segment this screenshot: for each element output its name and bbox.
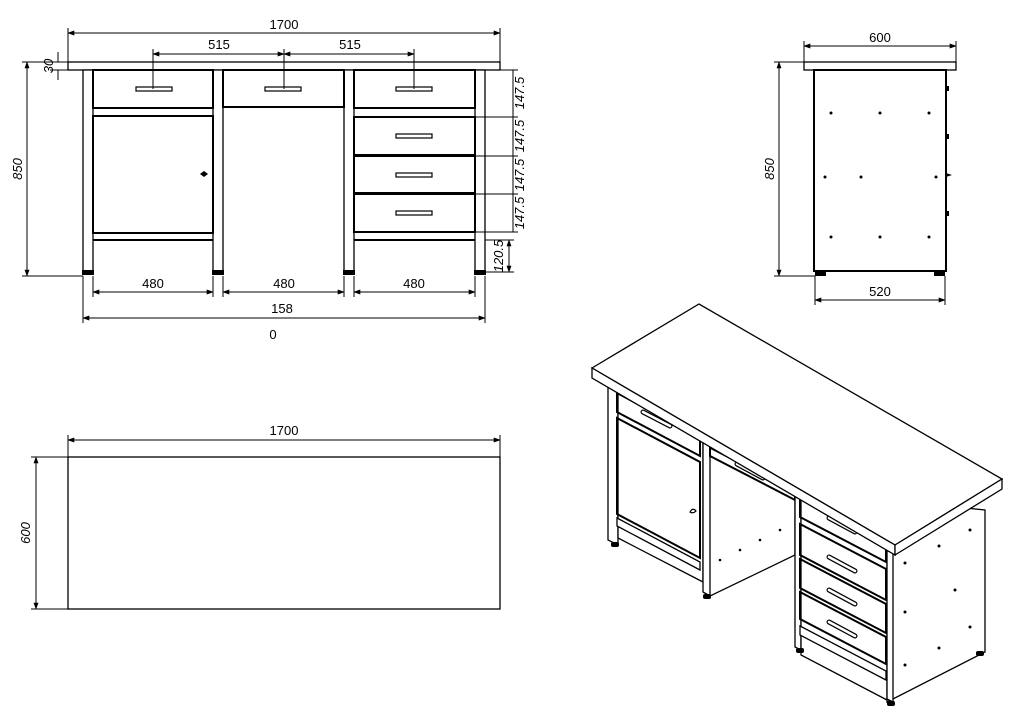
iso-feet (611, 542, 984, 706)
drawer-handle (395, 133, 433, 139)
side-view: 600 850 520 (762, 30, 957, 305)
dim-handle-spacing-left: 515 (208, 37, 230, 52)
dim-drawer-height-1: 147.5 (512, 76, 527, 109)
dim-side-depth-base: 520 (869, 284, 891, 299)
iso-door-lock-icon (689, 508, 697, 514)
drawer-handle (264, 86, 302, 92)
dim-plinth-height: 120.5 (491, 239, 506, 272)
front-leg-left (82, 69, 94, 273)
dim-top-depth: 600 (18, 521, 33, 543)
dim-top-thickness: 30 (41, 58, 56, 73)
front-leg-left-inner (212, 69, 224, 273)
dim-drawer-height-2: 147.5 (512, 119, 527, 152)
door-lock-icon (200, 171, 208, 177)
side-foot (815, 271, 826, 276)
iso-left-door (616, 416, 701, 560)
dim-front-width: 1700 (270, 17, 299, 32)
iso-right-drawer-2 (799, 522, 887, 602)
dim-side-height: 850 (762, 157, 777, 179)
dim-leg-span-line2: 0 (269, 327, 276, 342)
front-foot (82, 270, 94, 275)
front-foot (212, 270, 224, 275)
front-right-drawer-4 (353, 193, 476, 233)
top-view: 1700 600 (18, 423, 501, 610)
drawer-handle (395, 210, 433, 216)
drawer-handle (395, 172, 433, 178)
top-desktop-outline (67, 456, 501, 610)
dim-top-width: 1700 (270, 423, 299, 438)
side-desktop (803, 61, 957, 71)
front-leg-right-inner (343, 69, 355, 273)
dim-drawer-height-3: 147.5 (512, 158, 527, 191)
front-foot (343, 270, 355, 275)
front-foot (474, 270, 486, 275)
dim-leg-span: 158 (271, 301, 293, 316)
dim-module-center: 480 (273, 276, 295, 291)
side-screw-dots (823, 111, 938, 239)
side-panel (813, 69, 947, 272)
dim-front-height: 850 (10, 157, 25, 179)
isometric-view (590, 303, 1004, 706)
iso-desktop-side-edge (894, 477, 1003, 557)
side-foot (934, 271, 945, 276)
drawer-handle (135, 86, 173, 92)
dim-drawer-height-4: 147.5 (512, 196, 527, 229)
front-leg-right (474, 69, 486, 273)
iso-right-drawer-4 (799, 590, 887, 666)
dim-side-depth-top: 600 (869, 30, 891, 45)
dim-module-right: 480 (403, 276, 425, 291)
iso-right-drawer-3 (799, 557, 887, 635)
front-left-door (92, 115, 214, 234)
dim-handle-spacing-right: 515 (339, 37, 361, 52)
front-view: 1700 515 515 30 850 147.5 147.5 147.5 14… (10, 17, 527, 342)
dim-module-left: 480 (142, 276, 164, 291)
